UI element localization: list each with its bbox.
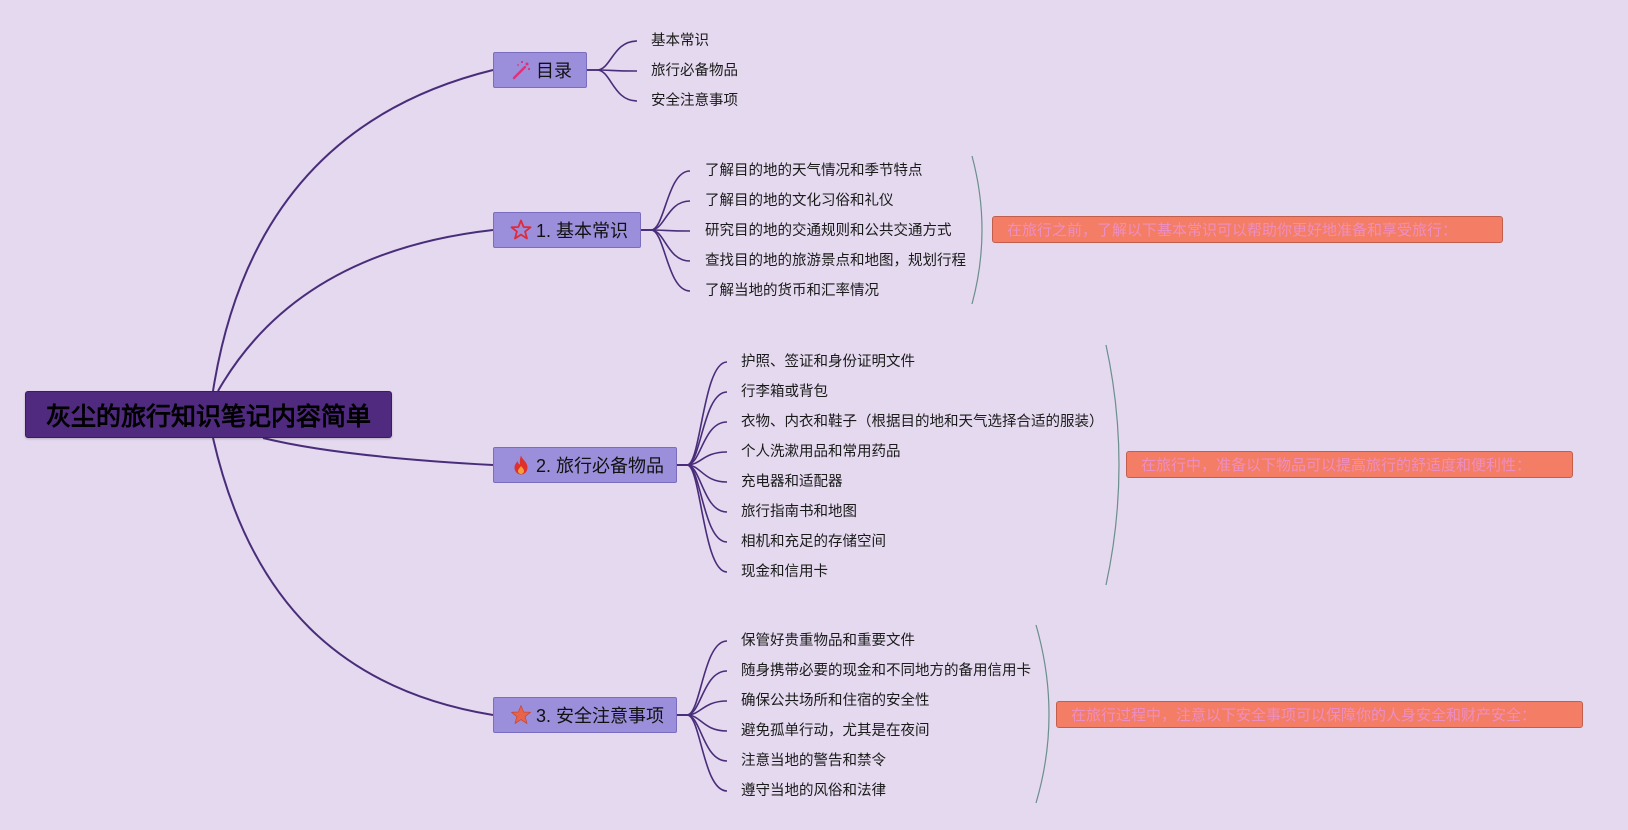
- fire-icon: [510, 454, 532, 476]
- root-connector: [212, 437, 494, 716]
- leaf-connector: [677, 700, 728, 716]
- root-connector: [262, 437, 494, 466]
- star-outline-icon: [510, 219, 532, 241]
- summary-bracket: [971, 155, 983, 305]
- branch-safety[interactable]: 3. 安全注意事项: [493, 697, 677, 733]
- leaf-connector: [677, 714, 728, 732]
- branch-label: 1. 基本常识: [536, 221, 629, 241]
- leaf-connector: [677, 464, 728, 543]
- leaf-connector: [641, 170, 691, 231]
- summary-note[interactable]: 在旅行过程中，注意以下安全事项可以保障你的人身安全和财产安全：: [1056, 701, 1583, 728]
- leaf-connector: [641, 229, 691, 292]
- leaf-item[interactable]: 保管好贵重物品和重要文件: [741, 633, 915, 649]
- leaf-item[interactable]: 随身携带必要的现金和不同地方的备用信用卡: [741, 663, 1031, 679]
- leaf-item[interactable]: 避免孤单行动，尤其是在夜间: [741, 723, 930, 739]
- leaf-item[interactable]: 旅行必备物品: [651, 63, 738, 79]
- leaf-item[interactable]: 注意当地的警告和禁令: [741, 753, 886, 769]
- root-connector: [212, 69, 494, 392]
- leaf-connector: [587, 69, 638, 102]
- branch-basics[interactable]: 1. 基本常识: [493, 212, 641, 248]
- leaf-item[interactable]: 衣物、内衣和鞋子（根据目的地和天气选择合适的服装）: [741, 414, 1104, 430]
- note-text: 在旅行过程中，注意以下安全事项可以保障你的人身安全和财产安全：: [1071, 707, 1537, 724]
- leaf-connector: [587, 40, 638, 71]
- root-topic[interactable]: 灰尘的旅行知识笔记内容简单: [25, 391, 392, 438]
- branch-label: 3. 安全注意事项: [536, 706, 665, 726]
- leaf-item[interactable]: 确保公共场所和住宿的安全性: [741, 693, 930, 709]
- leaf-item[interactable]: 查找目的地的旅游景点和地图，规划行程: [705, 253, 966, 269]
- leaf-item[interactable]: 基本常识: [651, 33, 709, 49]
- note-text: 在旅行中，准备以下物品可以提高旅行的舒适度和便利性：: [1141, 457, 1532, 474]
- leaf-connector: [677, 640, 728, 716]
- leaf-item[interactable]: 个人洗漱用品和常用药品: [741, 444, 901, 460]
- leaf-item[interactable]: 研究目的地的交通规则和公共交通方式: [705, 223, 952, 239]
- root-title: 灰尘的旅行知识笔记内容简单: [45, 402, 371, 431]
- leaf-connector: [677, 361, 728, 466]
- leaf-item[interactable]: 充电器和适配器: [741, 474, 843, 490]
- summary-bracket: [1035, 624, 1050, 804]
- leaf-connector: [677, 391, 728, 466]
- leaf-item[interactable]: 行李箱或背包: [741, 384, 828, 400]
- leaf-item[interactable]: 遵守当地的风俗和法律: [741, 783, 886, 799]
- summary-note[interactable]: 在旅行中，准备以下物品可以提高旅行的舒适度和便利性：: [1126, 451, 1573, 478]
- leaf-item[interactable]: 现金和信用卡: [741, 564, 828, 580]
- leaf-item[interactable]: 了解目的地的天气情况和季节特点: [705, 163, 923, 179]
- root-connector: [217, 229, 494, 392]
- branch-label: 2. 旅行必备物品: [536, 456, 665, 476]
- leaf-item[interactable]: 旅行指南书和地图: [741, 504, 857, 520]
- leaf-item[interactable]: 安全注意事项: [651, 93, 738, 109]
- leaf-item[interactable]: 了解当地的货币和汇率情况: [705, 283, 879, 299]
- magic-wand-icon: [510, 59, 532, 81]
- leaf-connector: [677, 464, 728, 573]
- leaf-item[interactable]: 相机和充足的存储空间: [741, 534, 886, 550]
- summary-note[interactable]: 在旅行之前，了解以下基本常识可以帮助你更好地准备和享受旅行：: [992, 216, 1503, 243]
- note-text: 在旅行之前，了解以下基本常识可以帮助你更好地准备和享受旅行：: [1007, 222, 1458, 239]
- leaf-item[interactable]: 护照、签证和身份证明文件: [741, 354, 915, 370]
- branch-essentials[interactable]: 2. 旅行必备物品: [493, 447, 677, 483]
- branch-toc[interactable]: 目录: [493, 52, 587, 88]
- leaf-item[interactable]: 了解目的地的文化习俗和礼仪: [705, 193, 894, 209]
- star-filled-icon: [510, 704, 532, 726]
- summary-bracket: [1105, 344, 1120, 586]
- branch-label: 目录: [536, 61, 572, 81]
- leaf-connector: [677, 464, 728, 483]
- leaf-connector: [677, 451, 728, 466]
- leaf-connector: [677, 714, 728, 792]
